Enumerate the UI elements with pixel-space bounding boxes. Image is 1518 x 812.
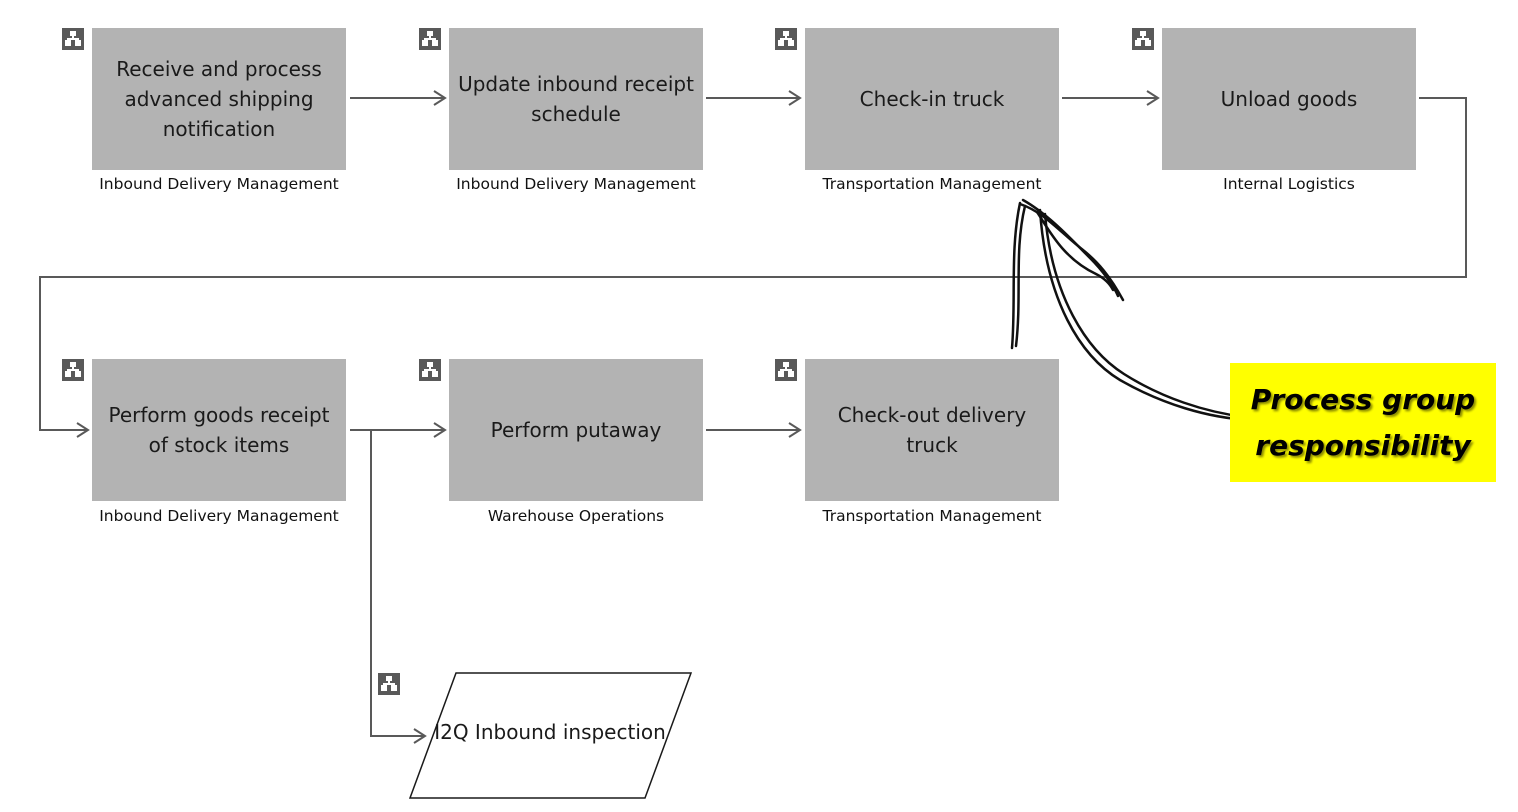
hierarchy-icon[interactable] — [378, 673, 400, 695]
process-step-unload-goods[interactable]: Unload goods — [1162, 28, 1416, 170]
callout-process-group-responsibility: Process group responsibility — [1230, 363, 1496, 482]
process-group-label: Internal Logistics — [1223, 175, 1355, 193]
hierarchy-icon[interactable] — [62, 359, 84, 381]
process-step-goods-receipt[interactable]: Perform goods receipt of stock items — [92, 359, 346, 501]
process-step-receive-asn[interactable]: Receive and process advanced shipping no… — [92, 28, 346, 170]
hierarchy-icon[interactable] — [1132, 28, 1154, 50]
step-label: Check-in truck — [859, 87, 1005, 111]
hand-drawn-arrow — [1010, 198, 1252, 422]
process-step-check-in-truck[interactable]: Check-in truck — [805, 28, 1059, 170]
hierarchy-icon[interactable] — [419, 28, 441, 50]
process-group-label: Warehouse Operations — [487, 507, 665, 525]
step-label: Check-out delivery truck — [837, 403, 1027, 457]
process-group-label: Transportation Management — [822, 175, 1042, 193]
process-group-label: Inbound Delivery Management — [99, 175, 339, 193]
hierarchy-icon[interactable] — [419, 359, 441, 381]
connector-5-inspection — [370, 430, 427, 744]
interface-parallelogram — [408, 672, 693, 799]
process-step-check-out-truck[interactable]: Check-out delivery truck — [805, 359, 1059, 501]
hierarchy-icon[interactable] — [775, 28, 797, 50]
hierarchy-icon[interactable] — [62, 28, 84, 50]
step-label: Receive and process advanced shipping no… — [116, 57, 322, 141]
process-group-label: Inbound Delivery Management — [456, 175, 696, 193]
process-step-putaway[interactable]: Perform putaway — [449, 359, 703, 501]
step-label: Unload goods — [1220, 87, 1358, 111]
connector-4-5 — [39, 97, 1467, 438]
step-label: Perform goods receipt of stock items — [108, 403, 330, 457]
hierarchy-icon[interactable] — [775, 359, 797, 381]
step-label: Update inbound receipt schedule — [458, 72, 694, 126]
process-group-label: Transportation Management — [822, 507, 1042, 525]
step-label: Perform putaway — [490, 418, 662, 442]
process-step-update-schedule[interactable]: Update inbound receipt schedule — [449, 28, 703, 170]
process-group-label: Inbound Delivery Management — [99, 507, 339, 525]
interface-step-label[interactable]: I2Q Inbound inspection — [434, 720, 666, 744]
